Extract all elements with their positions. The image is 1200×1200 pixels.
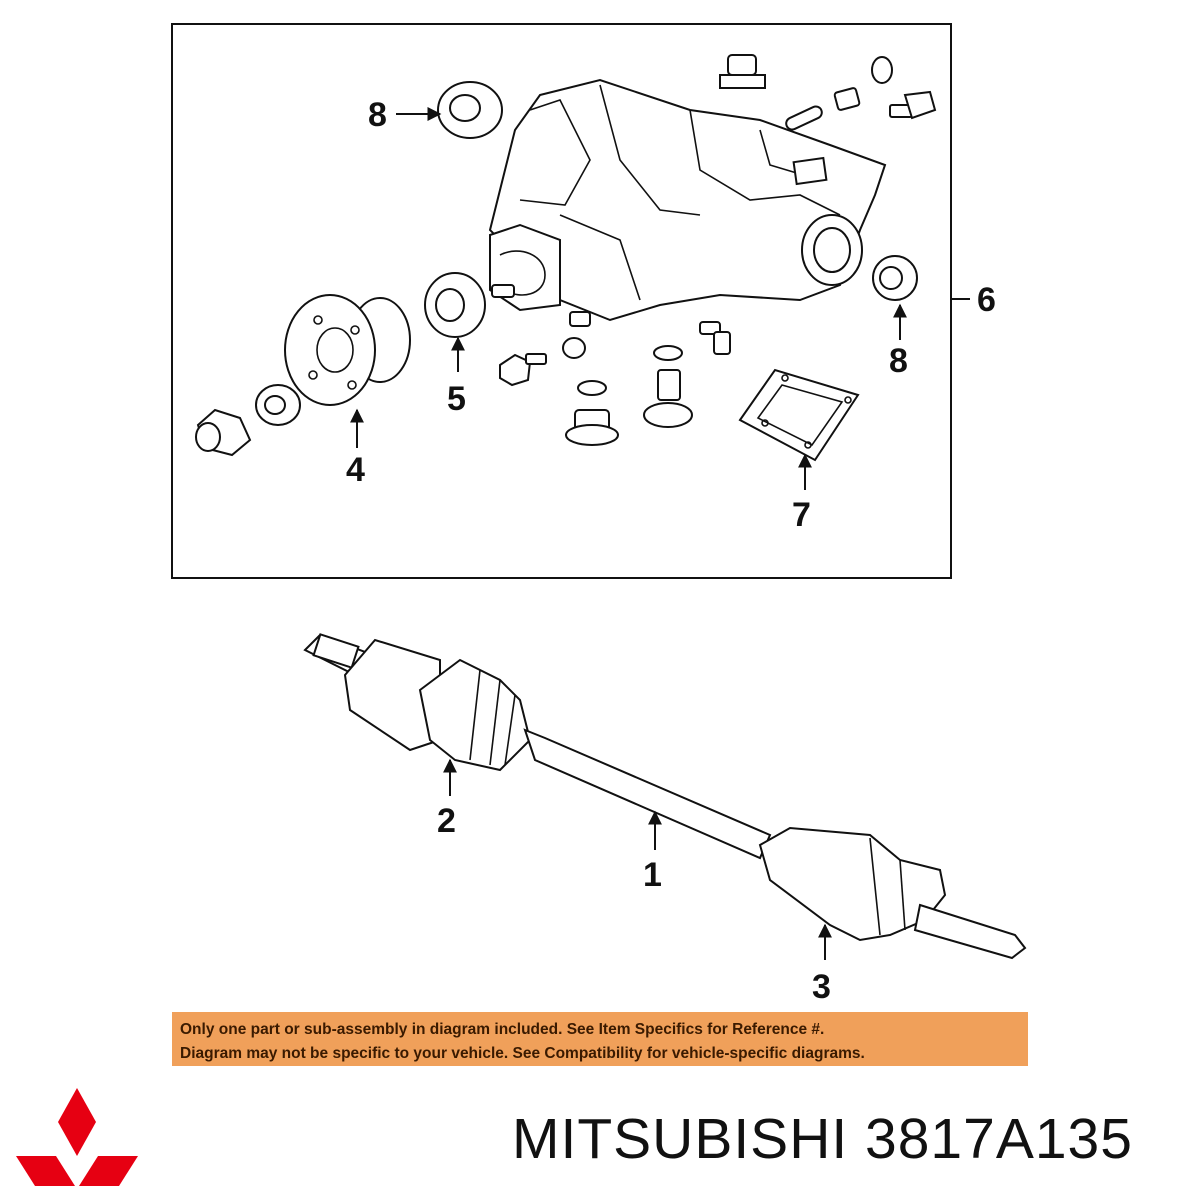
- bolt-top-right: [889, 90, 937, 120]
- plug-top: [833, 87, 861, 111]
- drive-shaft: [303, 633, 1027, 960]
- callout-8-right: 8: [889, 342, 908, 380]
- callout-1: 1: [643, 856, 662, 894]
- o-ring-lower-3: [653, 345, 683, 361]
- notice-banner: Only one part or sub-assembly in diagram…: [172, 1012, 1028, 1066]
- notice-line-2: Diagram may not be specific to your vehi…: [180, 1045, 865, 1062]
- oil-seal-top: [437, 81, 503, 139]
- callout-7: 7: [792, 496, 811, 534]
- companion-flange: [284, 294, 411, 406]
- o-ring-lower-2: [577, 380, 607, 396]
- callout-2: 2: [437, 802, 456, 840]
- drain-plug: [565, 409, 619, 446]
- callout-4: 4: [346, 451, 365, 489]
- callout-3: 3: [812, 968, 831, 1006]
- o-ring-lower-1: [562, 337, 586, 359]
- pin-top: [785, 105, 823, 131]
- callout-6: 6: [977, 281, 996, 319]
- differential-housing: [488, 78, 887, 327]
- bolt-lower: [499, 353, 547, 387]
- o-ring-top: [871, 56, 893, 84]
- logo-diamond-right: [79, 1156, 138, 1186]
- logo-diamond-top: [58, 1088, 96, 1156]
- lock-nut: [195, 408, 252, 457]
- breather-cap: [719, 54, 766, 89]
- washer-left: [255, 384, 301, 426]
- vent-plug: [699, 321, 731, 355]
- callout-8-top: 8: [368, 96, 387, 134]
- brand-part-number: MITSUBISHI 3817A135: [512, 1107, 1133, 1171]
- oil-seal-right: [872, 255, 918, 301]
- notice-line-1: Only one part or sub-assembly in diagram…: [180, 1021, 825, 1038]
- differential-assembly-frame: [171, 23, 952, 579]
- pinion-oil-seal: [424, 272, 486, 338]
- three-diamond-logo-icon: [16, 1088, 138, 1186]
- cover-gasket: [738, 368, 860, 462]
- logo-diamond-left: [16, 1156, 75, 1186]
- callout-5: 5: [447, 380, 466, 418]
- filler-plug: [643, 369, 693, 428]
